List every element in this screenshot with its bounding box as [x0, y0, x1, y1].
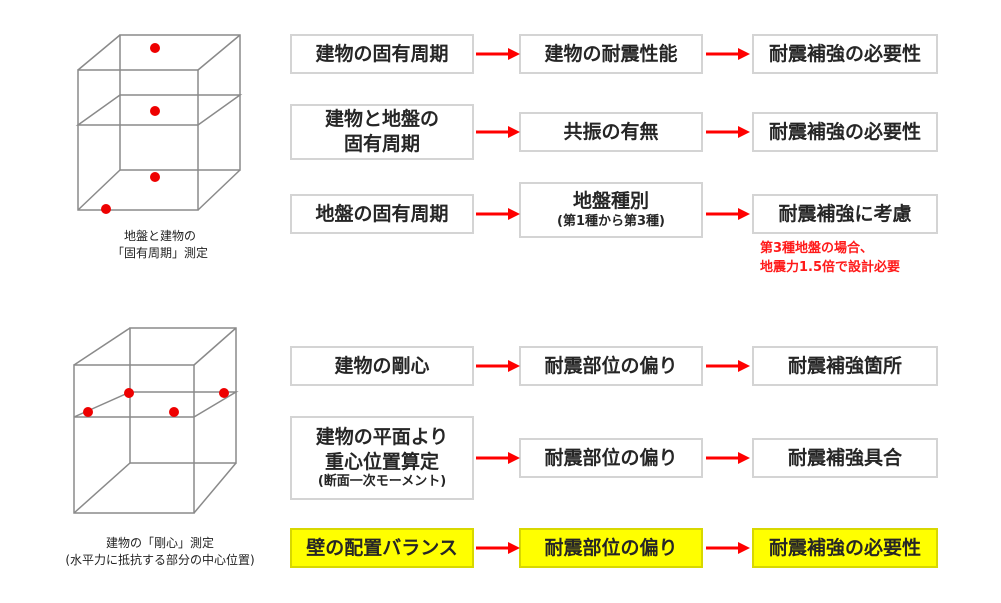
- caption-line: 建物の「剛心」測定: [105, 536, 214, 550]
- rigidity-point-dot: [219, 388, 229, 398]
- flow-box-s2-r2-c1: 建物の平面より重心位置算定(断面一次モーメント): [290, 416, 474, 500]
- flow-box-s2-r3-c3: 耐震補強の必要性: [752, 528, 938, 568]
- box-text: 建物の耐震性能: [544, 42, 678, 65]
- flow-box-s2-r3-c2: 耐震部位の偏り: [519, 528, 703, 568]
- flow-arrow-icon: [476, 452, 520, 464]
- note-line: 地震力1.5倍で設計必要: [760, 259, 901, 275]
- section2-caption: 建物の「剛心」測定 (水平力に抵抗する部分の中心位置): [50, 535, 270, 570]
- flow-arrow-icon: [706, 542, 750, 554]
- rigidity-point-dot: [83, 407, 93, 417]
- flow-box-s2-r2-c2: 耐震部位の偏り: [519, 438, 703, 478]
- box-text: 耐震補強に考慮: [778, 202, 912, 225]
- box-text: 耐震部位の偏り: [544, 536, 678, 559]
- flow-arrow-icon: [706, 126, 750, 138]
- box-text: 耐震補強具合: [787, 446, 902, 469]
- measure-point-dot: [150, 106, 160, 116]
- rigidity-point-dot: [124, 388, 134, 398]
- box-text: 建物の剛心: [334, 354, 430, 377]
- flow-arrow-icon: [706, 208, 750, 220]
- flow-box-s2-r1-c2: 耐震部位の偏り: [519, 346, 703, 386]
- flow-box-s2-r1-c3: 耐震補強箇所: [752, 346, 938, 386]
- flow-box-s1-r1-c2: 建物の耐震性能: [519, 34, 703, 74]
- section1-caption: 地盤と建物の 「固有周期」測定: [70, 228, 250, 263]
- box-text: 共振の有無: [563, 120, 659, 143]
- box-text: 地盤の固有周期: [315, 202, 449, 225]
- box-text-line: 重心位置算定: [324, 450, 439, 473]
- box-text-line: 建物と地盤の: [324, 108, 439, 131]
- flow-box-s1-r1-c3: 耐震補強の必要性: [752, 34, 938, 74]
- flow-box-s1-r3-c2: 地盤種別(第1種から第3種): [519, 182, 703, 238]
- cube-rigidity-diagram: [73, 327, 239, 514]
- caption-line: 地盤と建物の: [123, 229, 196, 243]
- box-text: 壁の配置バランス: [306, 536, 458, 559]
- box-text-line: 建物の平面より: [315, 425, 449, 448]
- flow-arrow-icon: [706, 360, 750, 372]
- box-text: 耐震補強の必要性: [768, 120, 921, 143]
- flow-box-s1-r3-c1: 地盤の固有周期: [290, 194, 474, 234]
- flow-arrow-icon: [706, 48, 750, 60]
- cube-period-diagram: [75, 34, 243, 214]
- flow-box-s2-r2-c3: 耐震補強具合: [752, 438, 938, 478]
- box-text: 建物の固有周期: [315, 42, 449, 65]
- flow-arrow-icon: [706, 452, 750, 464]
- rigidity-point-dot: [169, 407, 179, 417]
- measure-point-dot: [150, 43, 160, 53]
- flow-arrow-icon: [476, 126, 520, 138]
- box-text-line: 地盤種別: [572, 190, 649, 213]
- soil-type-note: 第3種地盤の場合、 地震力1.5倍で設計必要: [760, 240, 900, 278]
- flow-arrow-icon: [476, 360, 520, 372]
- caption-line: 「固有周期」測定: [111, 246, 208, 261]
- box-text: 耐震部位の偏り: [544, 354, 678, 377]
- flow-box-s1-r2-c1: 建物と地盤の固有周期: [290, 104, 474, 160]
- flow-box-s2-r1-c1: 建物の剛心: [290, 346, 474, 386]
- box-text: 耐震補強の必要性: [768, 536, 921, 559]
- note-line: 第3種地盤の場合、: [760, 241, 874, 256]
- box-text-line: 固有周期: [343, 133, 420, 155]
- flow-arrow-icon: [476, 48, 520, 60]
- measure-point-dot: [150, 172, 160, 182]
- box-text-line: (第1種から第3種): [557, 213, 665, 229]
- ground-point-dot: [101, 204, 111, 214]
- flow-arrow-icon: [476, 542, 520, 554]
- flow-box-s2-r3-c1: 壁の配置バランス: [290, 528, 474, 568]
- box-text: 耐震補強箇所: [787, 354, 902, 377]
- flow-box-s1-r2-c3: 耐震補強の必要性: [752, 112, 938, 152]
- caption-line: (水平力に抵抗する部分の中心位置): [65, 553, 255, 568]
- flow-arrow-icon: [476, 208, 520, 220]
- box-text-line: (断面一次モーメント): [317, 474, 447, 490]
- box-text: 耐震補強の必要性: [768, 42, 921, 65]
- flow-box-s1-r3-c3: 耐震補強に考慮: [752, 194, 938, 234]
- flow-box-s1-r1-c1: 建物の固有周期: [290, 34, 474, 74]
- flow-box-s1-r2-c2: 共振の有無: [519, 112, 703, 152]
- box-text: 耐震部位の偏り: [544, 446, 678, 469]
